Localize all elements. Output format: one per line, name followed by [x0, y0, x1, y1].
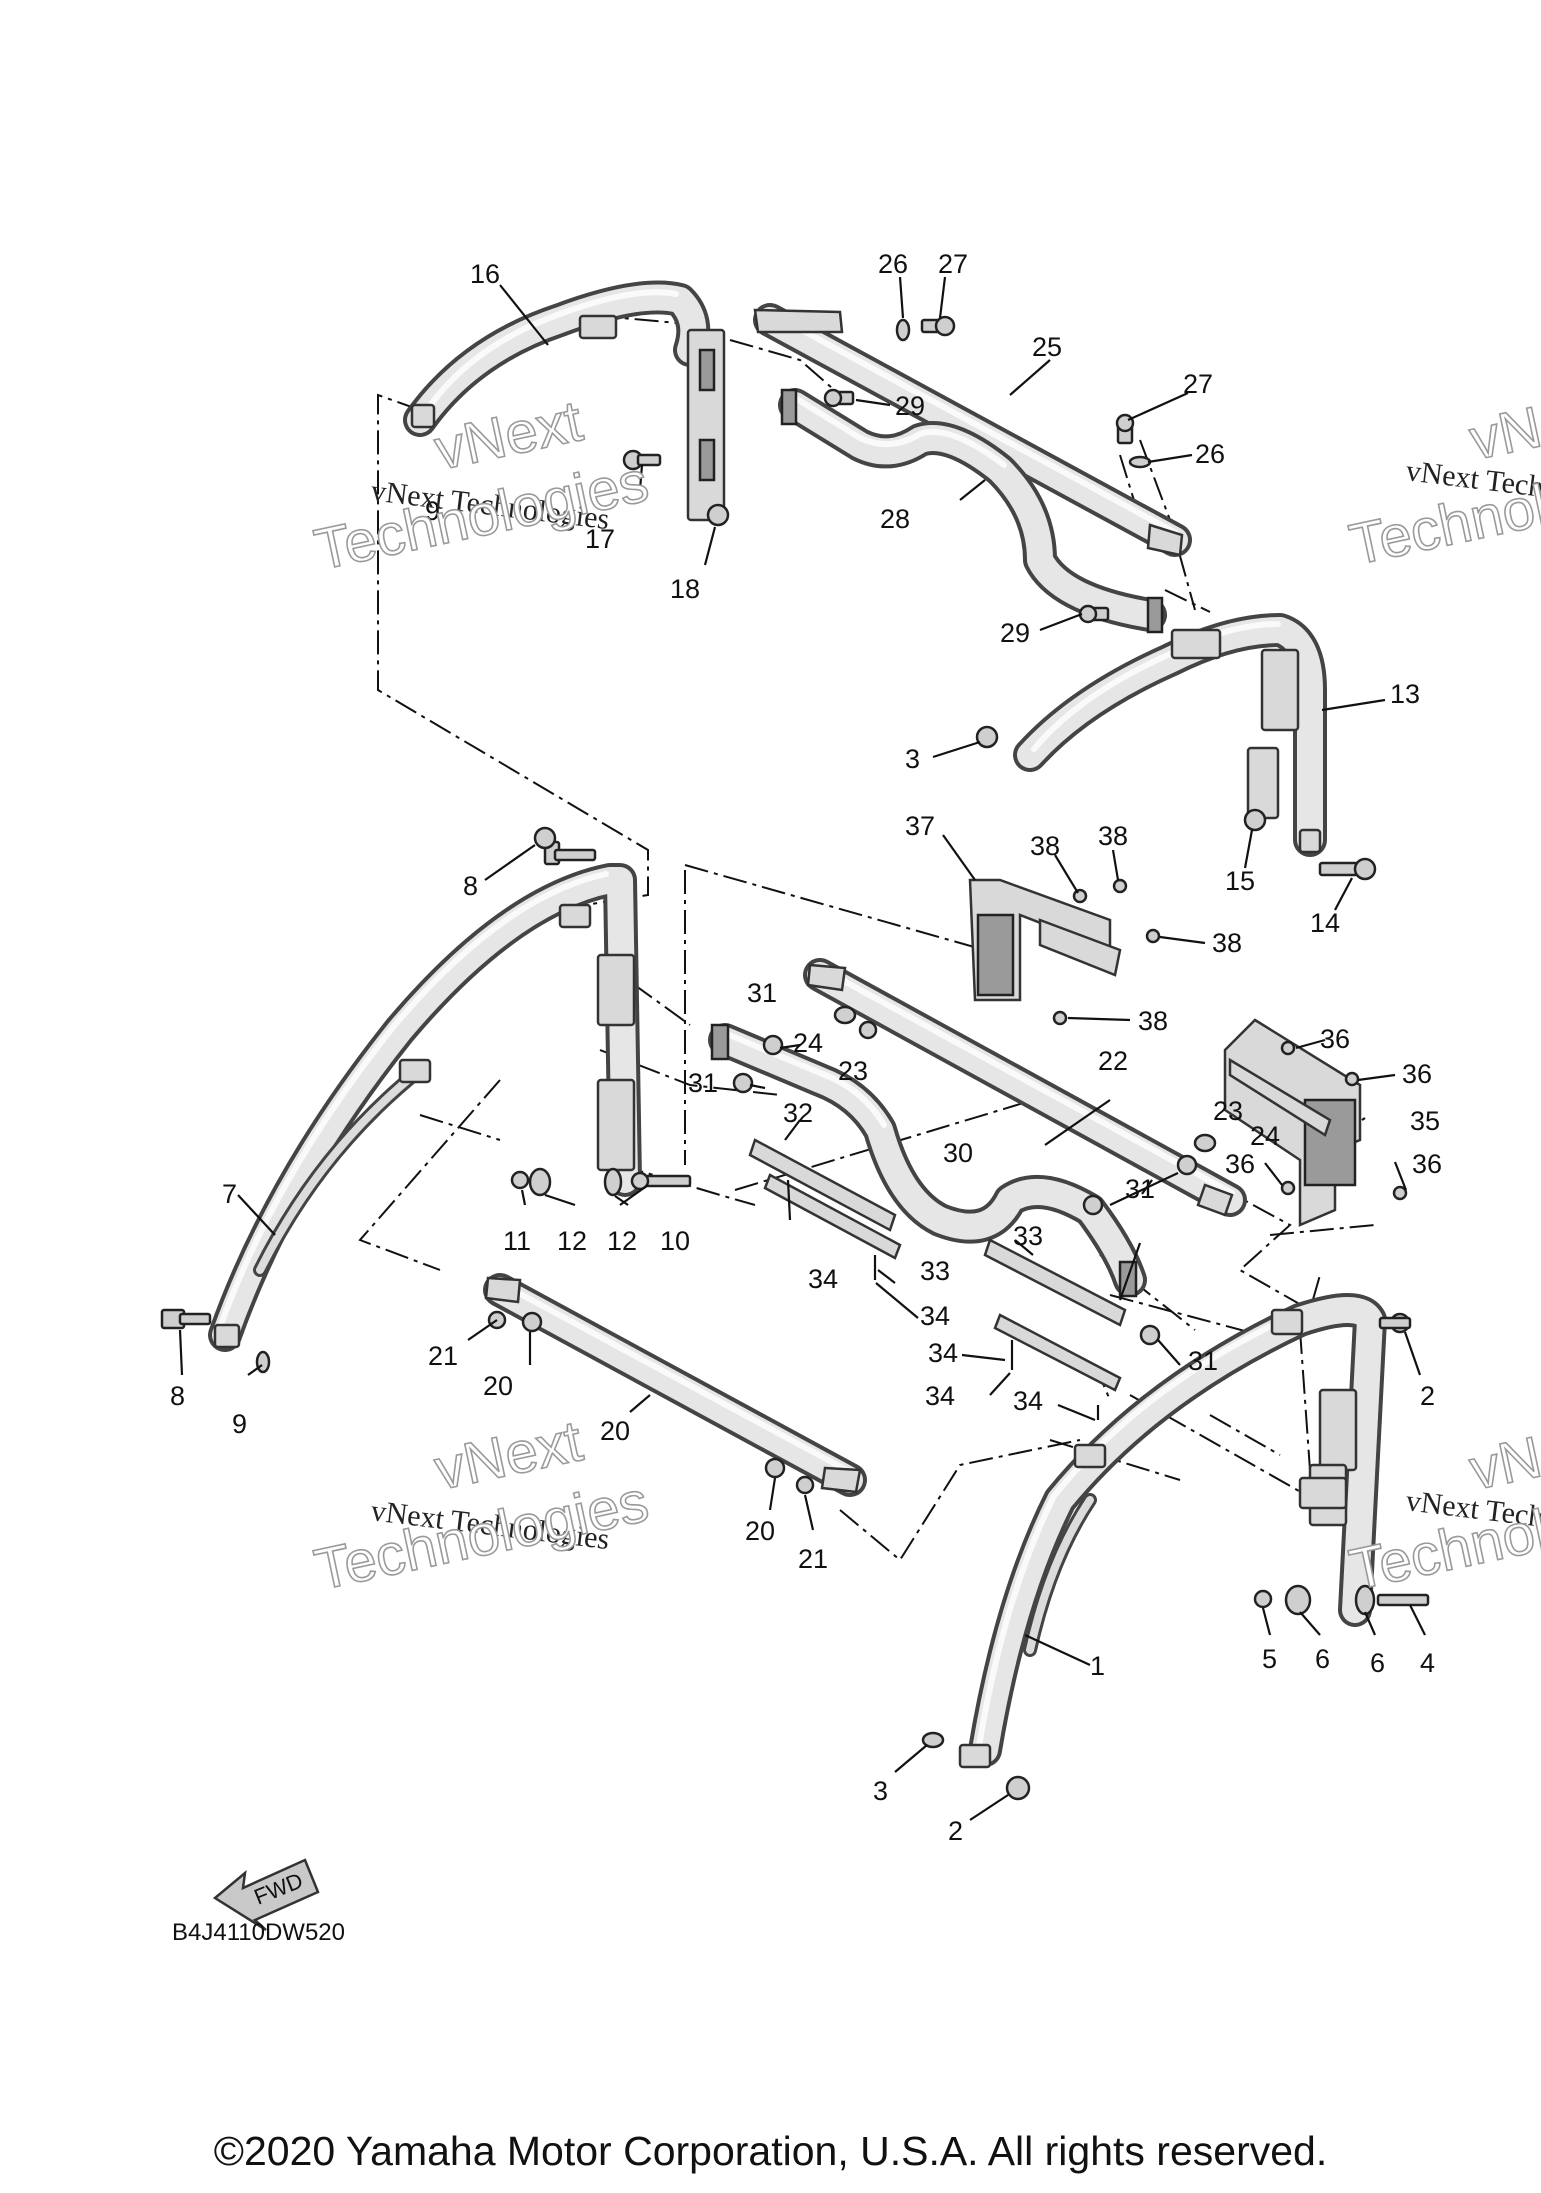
callout-34-c: 34: [925, 1381, 955, 1411]
callout-36-c: 36: [1225, 1149, 1255, 1179]
left-roll-hoop-7: [208, 863, 642, 1352]
callout-26-top: 26: [878, 249, 908, 279]
callout-20-left: 20: [483, 1371, 513, 1401]
callout-8-top: 8: [463, 871, 478, 901]
bracket-37: [968, 878, 1122, 1002]
watermark-text-11: vNext: [1464, 1408, 1541, 1502]
bracket-35: [1223, 1018, 1362, 1227]
callout-3-top: 3: [905, 744, 920, 774]
copyright-text: ©2020 Yamaha Motor Corporation, U.S.A. A…: [213, 2128, 1328, 2174]
callout-23-top: 23: [838, 1056, 868, 1086]
callout-31-b: 31: [688, 1068, 718, 1098]
callout-16: 16: [470, 259, 500, 289]
rear-bar-right-13: [1013, 613, 1327, 857]
part-code: B4J4110DW520: [172, 1919, 345, 1946]
callout-17: 17: [585, 524, 615, 554]
callout-12-a: 12: [557, 1226, 587, 1256]
callout-9-top: 9: [425, 496, 440, 526]
watermark-text-8: vNext: [1464, 378, 1541, 472]
callout-15: 15: [1225, 866, 1255, 896]
callout-26-right: 26: [1195, 439, 1225, 469]
callout-30: 30: [943, 1138, 973, 1168]
callout-19: 20: [600, 1416, 630, 1446]
callout-34-d: 34: [1013, 1386, 1043, 1416]
callout-10: 10: [660, 1226, 690, 1256]
callout-25: 25: [1032, 332, 1062, 362]
callout-38-b: 38: [1098, 821, 1128, 851]
callout-33-b: 34: [928, 1338, 958, 1368]
callout-21-bottom: 21: [798, 1544, 828, 1574]
callout-14: 14: [1310, 908, 1340, 938]
callout-1: 1: [1090, 1651, 1105, 1681]
callout-leaders: [178, 276, 1426, 1821]
callout-13: 13: [1390, 679, 1420, 709]
callout-31-c: 31: [1125, 1174, 1155, 1204]
fwd-arrow-icon: FWD: [212, 1858, 320, 1932]
callout-4: 4: [1420, 1648, 1435, 1678]
rear-bar-left-16: [403, 280, 726, 522]
callout-24-top: 24: [793, 1028, 823, 1058]
callout-37: 37: [905, 811, 935, 841]
callout-29-top: 29: [895, 391, 925, 421]
callout-12-b: 12: [607, 1226, 637, 1256]
callout-6-a: 6: [1315, 1644, 1330, 1674]
callout-3-bottom: 3: [873, 1776, 888, 1806]
callout-9-left: 9: [232, 1409, 247, 1439]
strips-32-33: [748, 1138, 1127, 1392]
callout-20-bottom: 20: [745, 1516, 775, 1546]
callout-11: 11: [503, 1226, 531, 1256]
callout-18: 18: [670, 574, 700, 604]
callout-23-right: 23: [1213, 1096, 1243, 1126]
right-roll-hoop-1: [958, 1293, 1387, 1769]
callout-27-top: 27: [938, 249, 968, 279]
callout-31-d: 31: [1188, 1346, 1218, 1376]
callout-32-a: 32: [783, 1098, 813, 1128]
callout-36-a: 36: [1320, 1024, 1350, 1054]
callout-8-left: 8: [170, 1381, 185, 1411]
callout-31-a: 31: [747, 978, 777, 1008]
callout-7: 7: [222, 1179, 237, 1209]
callout-38-d: 38: [1138, 1006, 1168, 1036]
callout-36-d: 36: [1412, 1149, 1442, 1179]
callout-labels: 16 26 27 25 29 27 26 9 28 17 18 29 13 3 …: [170, 249, 1442, 1846]
callout-2-right: 2: [1420, 1381, 1435, 1411]
callout-38-c: 38: [1212, 928, 1242, 958]
callout-36-b: 36: [1402, 1059, 1432, 1089]
callout-6-b: 6: [1370, 1648, 1385, 1678]
callout-35: 35: [1410, 1106, 1440, 1136]
callout-24-right: 24: [1250, 1121, 1280, 1151]
callout-38-a: 38: [1030, 831, 1060, 861]
callout-5: 5: [1262, 1644, 1277, 1674]
callout-22: 22: [1098, 1046, 1128, 1076]
callout-29-mid: 29: [1000, 618, 1030, 648]
callout-34-a: 34: [808, 1264, 838, 1294]
callout-33-a: 33: [920, 1256, 950, 1286]
cross-bar-22: [803, 958, 1247, 1217]
callout-2-bottom: 2: [948, 1816, 963, 1846]
cross-bar-25: [753, 303, 1192, 557]
cross-bar-28: [778, 388, 1167, 634]
cross-bar-19: [483, 1273, 867, 1497]
callout-27-right: 27: [1183, 369, 1213, 399]
callout-32-b: 33: [1013, 1221, 1043, 1251]
callout-28: 28: [880, 504, 910, 534]
callout-21-left: 21: [428, 1341, 458, 1371]
callout-34-b: 34: [920, 1301, 950, 1331]
